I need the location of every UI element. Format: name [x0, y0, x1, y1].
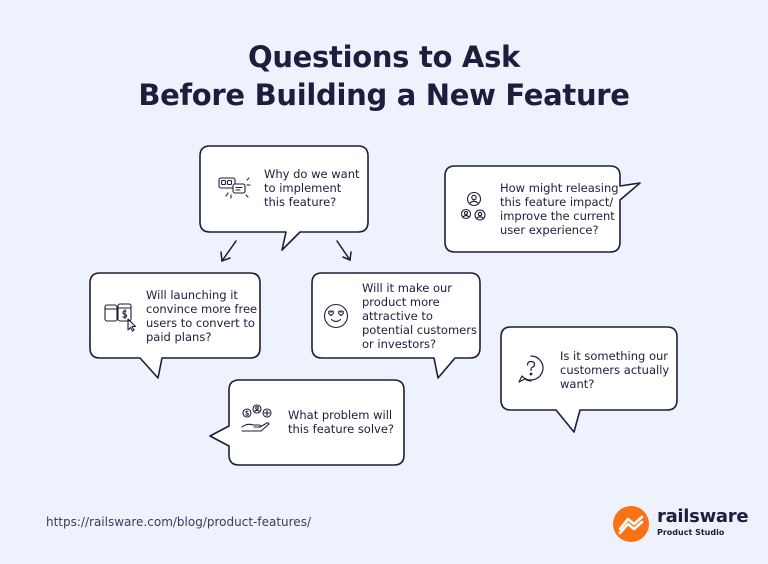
text-line: Is it something our — [560, 349, 668, 363]
text-line: this feature? — [264, 195, 337, 209]
text-line: paid plans? — [146, 330, 212, 344]
text-line: this feature solve? — [288, 422, 395, 436]
arrow-right — [336, 240, 352, 262]
question-bubble-icon — [518, 355, 544, 383]
question-impact: How might releasing this feature impact/… — [500, 181, 619, 237]
text-line: potential customers — [362, 323, 477, 337]
text-line: attractive to — [362, 309, 433, 323]
heart-eyes-icon — [323, 303, 349, 329]
text-line: improve the current — [500, 209, 615, 223]
text-line: Will launching it — [146, 288, 238, 302]
brand-subtitle: Product Studio — [657, 528, 725, 537]
page-title: Questions to Ask Before Building a New F… — [0, 38, 768, 114]
text-line: product more — [362, 295, 440, 309]
text-line: user experience? — [500, 223, 599, 237]
railsware-logo-icon — [613, 506, 649, 542]
question-why: Why do we want to implement this feature… — [264, 167, 360, 209]
text-line: customers actually — [560, 363, 670, 377]
railsware-logo: railsware Product Studio — [612, 505, 749, 545]
source-url: https://railsware.com/blog/product-featu… — [46, 515, 311, 529]
title-line-2: Before Building a New Feature — [138, 78, 630, 112]
text-line: to implement — [264, 181, 342, 195]
coins-cursor-icon — [104, 303, 137, 332]
question-problem: What problem will this feature solve? — [288, 408, 394, 436]
question-convince: Will launching it convince more free use… — [146, 288, 257, 344]
text-line: this feature impact/ — [500, 195, 614, 209]
text-line: What problem will — [288, 408, 393, 422]
question-want: Is it something our customers actually w… — [560, 349, 669, 391]
users-icon — [460, 191, 486, 221]
devices-sparkle-icon — [218, 177, 251, 199]
text-line: Why do we want — [264, 167, 360, 181]
brand-name: railsware — [657, 506, 749, 527]
text-line: How might releasing — [500, 181, 619, 195]
text-line: users to convert to — [146, 316, 255, 330]
arrow-left — [220, 240, 237, 263]
title-line-1: Questions to Ask — [247, 40, 521, 74]
text-line: convince more free — [146, 302, 258, 316]
text-line: want? — [560, 377, 595, 391]
text-line: or investors? — [362, 337, 437, 351]
hand-coins-icon — [241, 404, 272, 432]
question-attractive: Will it make our product more attractive… — [362, 281, 477, 351]
text-line: Will it make our — [362, 281, 453, 295]
